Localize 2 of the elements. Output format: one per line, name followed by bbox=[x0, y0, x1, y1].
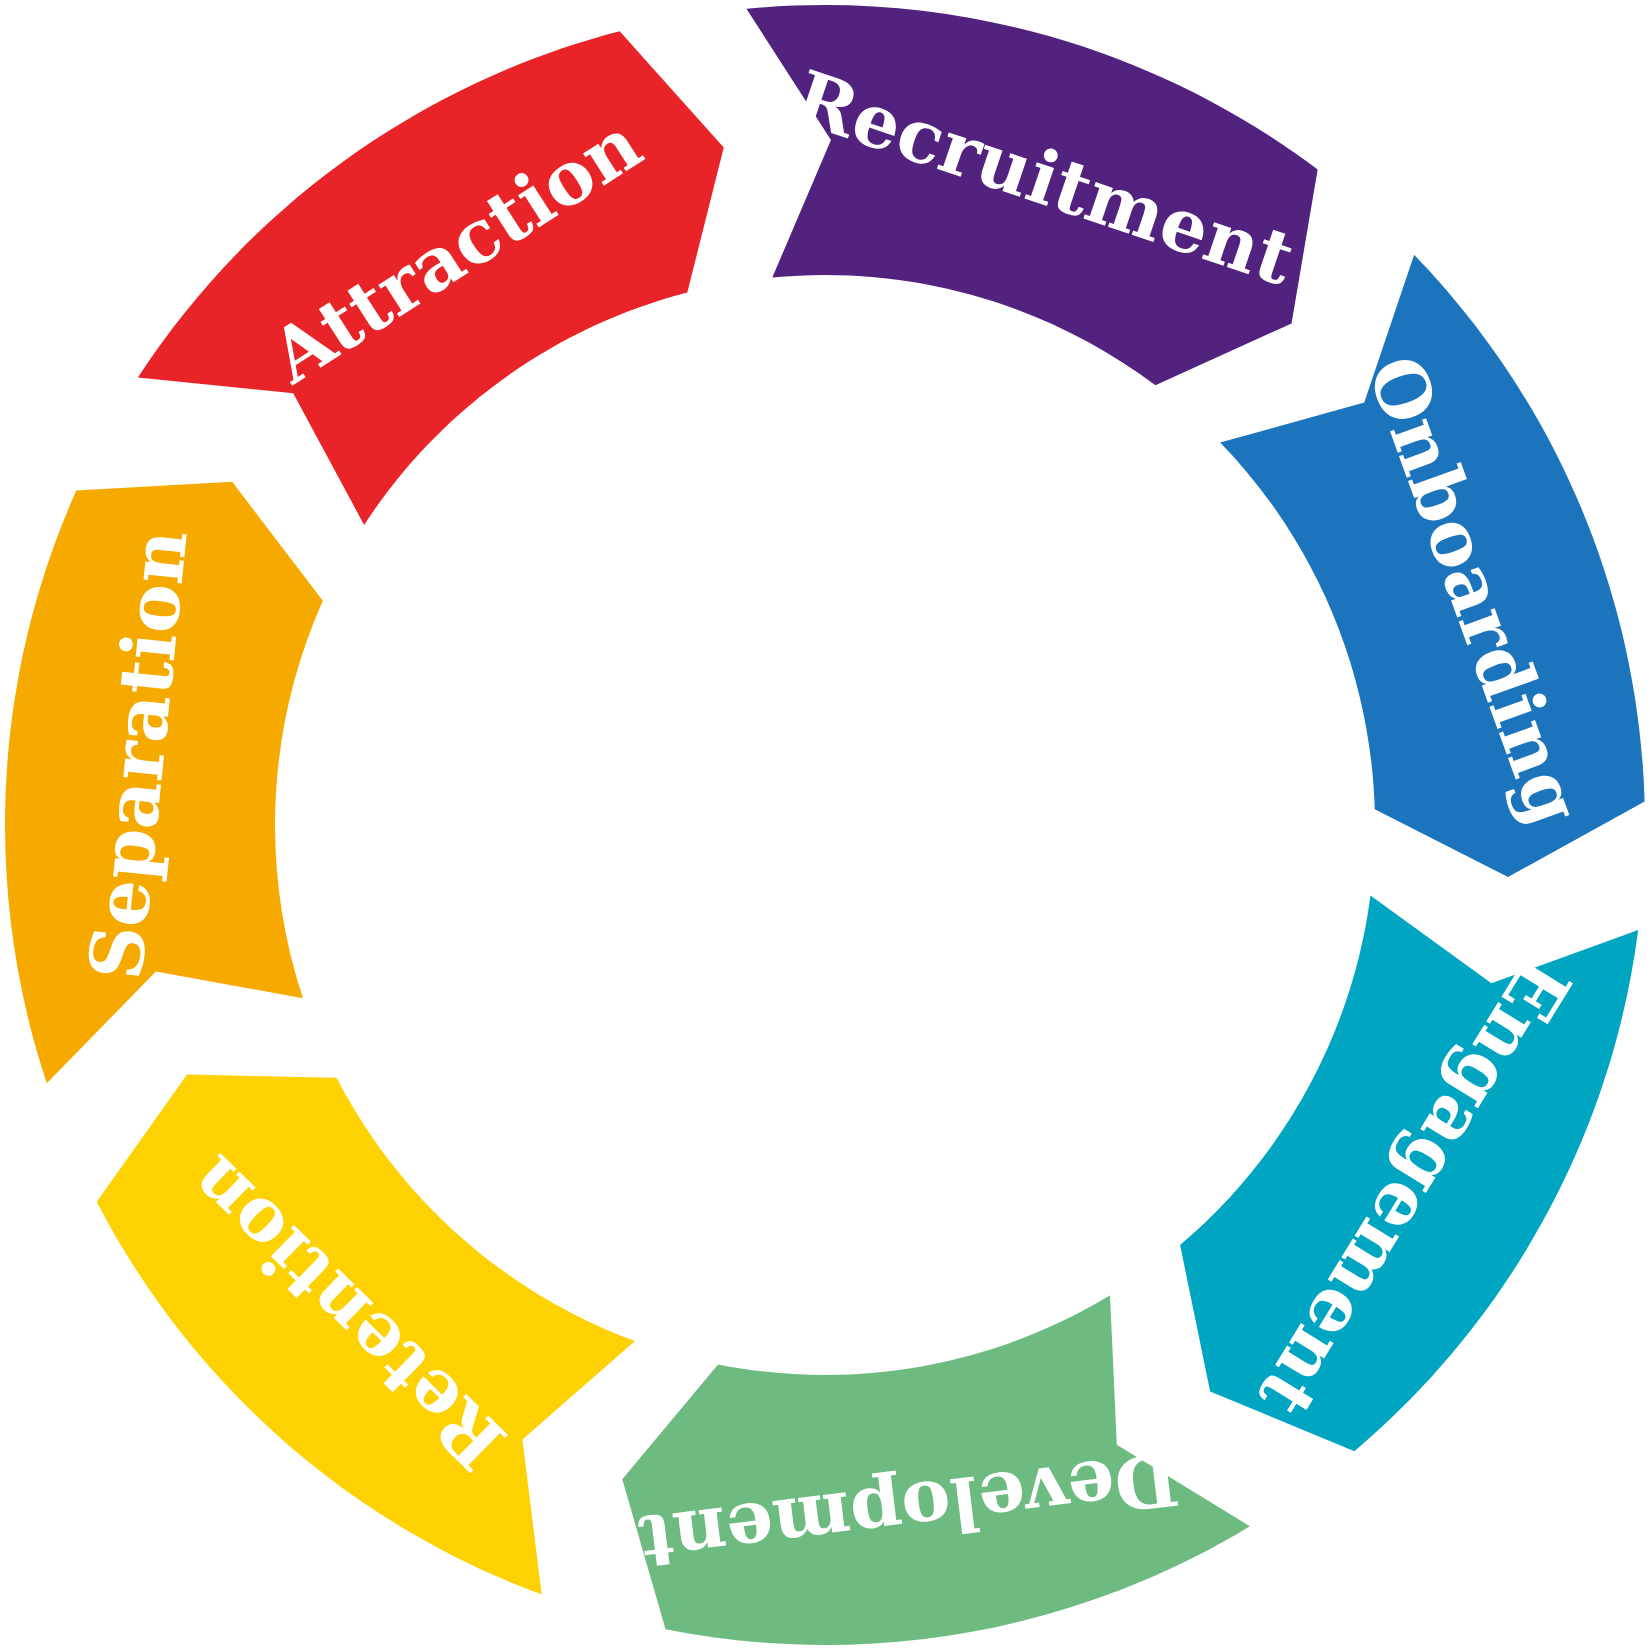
arrow-segment: Separation bbox=[5, 481, 323, 1084]
arrow-segment: Development bbox=[622, 1295, 1250, 1645]
